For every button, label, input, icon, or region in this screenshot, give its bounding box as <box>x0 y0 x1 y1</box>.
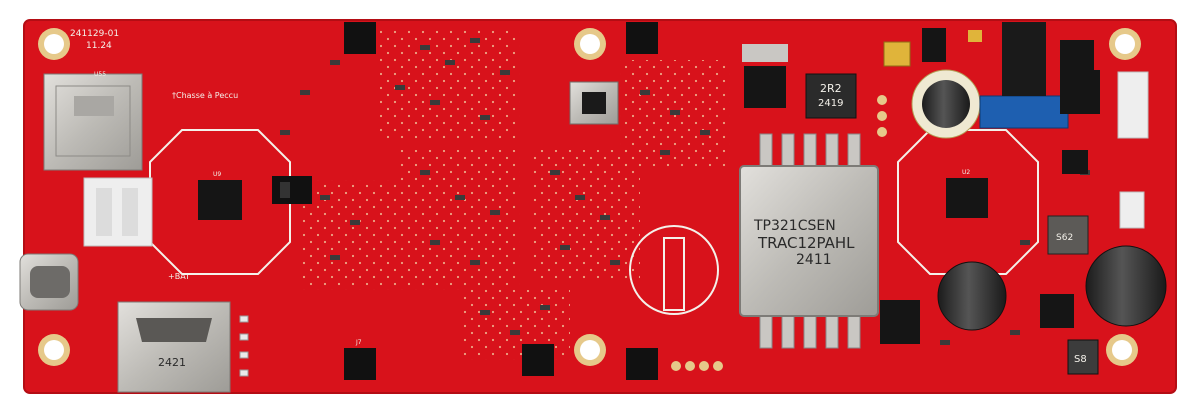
inductor-s8-marking: S8 <box>1074 354 1087 365</box>
relay <box>1002 22 1046 96</box>
usb-c-port <box>19 253 79 311</box>
test-pads <box>671 95 887 371</box>
ic-u9 <box>198 180 242 220</box>
ref-u2-label: U2 <box>962 169 970 176</box>
microsd-card-slot <box>43 73 143 171</box>
ref-u9-label: U9 <box>213 171 221 178</box>
mounting-holes <box>38 28 1141 366</box>
jumper-header <box>272 176 312 204</box>
electrolytic-capacitors <box>911 69 1167 331</box>
battery-label: +BAT <box>168 272 190 281</box>
tantalum-capacitor-2 <box>968 30 982 42</box>
date-code-label: 241129-01 <box>70 29 119 39</box>
voltage-regulator <box>742 44 788 108</box>
inductor-side-marking: S62 <box>1056 233 1073 243</box>
power-transformer <box>739 133 879 349</box>
hdmi-connector <box>117 301 231 393</box>
transformer-marking-3: 2411 <box>796 252 832 268</box>
power-ics <box>880 28 1100 344</box>
transformer-marking-2: TRAC12PAHL <box>757 234 855 252</box>
pin-headers <box>344 22 658 380</box>
revision-label: 11.24 <box>86 41 112 51</box>
hdmi-marking: 2421 <box>158 356 186 369</box>
tantalum-capacitor <box>883 41 911 67</box>
transformer-marking-1: TP321CSEN <box>753 218 836 234</box>
inductor-side <box>1047 215 1089 255</box>
ref-u55-label: U55 <box>94 71 106 78</box>
jst-connector-left <box>83 177 153 247</box>
inductor-marking-2: 2419 <box>818 98 843 109</box>
trim-potentiometer <box>979 95 1069 129</box>
antenna-right <box>897 129 1039 275</box>
ref-j7-label: J7 <box>355 339 362 346</box>
reset-button <box>569 81 619 125</box>
inductor-s8 <box>1067 339 1099 375</box>
coin-cell-outline <box>629 225 719 315</box>
inductor-2r2 <box>805 73 857 119</box>
brand-label: †Chasse à Peccu <box>172 91 238 100</box>
status-leds <box>239 315 249 377</box>
jst-connector-right <box>1117 71 1149 229</box>
inductor-marking-1: 2R2 <box>820 82 842 95</box>
ic-u2 <box>946 178 988 218</box>
